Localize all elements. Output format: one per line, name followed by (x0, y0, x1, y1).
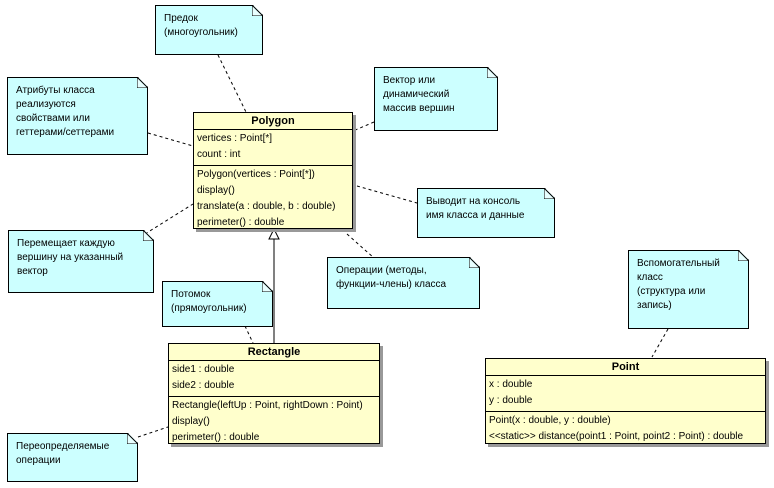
note-operations-text: Операции (методы, функции-члены) класса (336, 265, 447, 290)
note-link-display (356, 185, 418, 204)
operation-row: perimeter() : double (172, 432, 260, 443)
operation-row: display() (172, 416, 210, 427)
note-link-helper (651, 328, 669, 358)
class-polygon: Polygon vertices : Point[*] count : int … (193, 112, 353, 229)
note-operations: Операции (методы, функции-члены) класса (327, 257, 480, 309)
operation-row: translate(a : double, b : double) (197, 201, 336, 212)
note-link-operations (346, 233, 375, 259)
operation-row: perimeter() : double (197, 217, 285, 228)
note-link-attributes (147, 132, 194, 147)
operation-row: <<static>> distance(point1 : Point, poin… (489, 431, 744, 442)
class-point: Point x : double y : double Point(x : do… (485, 358, 766, 444)
note-link-descendant (244, 325, 254, 344)
operation-row: display() (197, 185, 235, 196)
note-link-override (137, 426, 169, 438)
note-helper-text: Вспомогательный класс (структура или зап… (637, 258, 720, 311)
attribute-row: y : double (489, 395, 533, 406)
attributes-section: vertices : Point[*] count : int (194, 130, 352, 166)
attribute-row: side1 : double (172, 364, 235, 375)
attributes-section: side1 : double side2 : double (169, 361, 379, 397)
attribute-row: count : int (197, 149, 241, 160)
note-ancestor-text: Предок (многоугольник) (164, 13, 238, 38)
class-name: Rectangle (169, 344, 379, 361)
attribute-row: vertices : Point[*] (197, 133, 273, 144)
attributes-section: x : double y : double (486, 376, 765, 412)
note-link-ancestor (217, 54, 247, 113)
note-descendant-text: Потомок (прямоугольник) (171, 289, 247, 314)
operation-row: Polygon(vertices : Point[*]) (197, 169, 315, 180)
note-attributes-text: Атрибуты класса реализуются свойствами и… (16, 85, 115, 138)
note-attributes: Атрибуты класса реализуются свойствами и… (7, 77, 148, 155)
operations-section: Polygon(vertices : Point[*]) display() t… (194, 166, 352, 233)
operations-section: Rectangle(leftUp : Point, rightDown : Po… (169, 397, 379, 448)
note-ancestor: Предок (многоугольник) (155, 5, 263, 55)
note-display: Выводит на консоль имя класса и данные (417, 188, 555, 238)
attribute-row: side2 : double (172, 380, 235, 391)
note-descendant: Потомок (прямоугольник) (162, 281, 273, 327)
note-override-text: Переопределяемые операции (16, 441, 110, 466)
note-vector: Вектор или динамический массив вершин (374, 67, 498, 131)
note-override: Переопределяемые операции (7, 433, 138, 482)
note-link-translate (144, 203, 194, 235)
attribute-row: x : double (489, 379, 533, 390)
operation-row: Point(x : double, y : double) (489, 415, 611, 426)
note-translate-text: Перемещает каждую вершину на указанный в… (17, 238, 124, 277)
inheritance-arrowhead (268, 227, 280, 240)
class-name: Polygon (194, 113, 352, 130)
operations-section: Point(x : double, y : double) <<static>>… (486, 412, 765, 447)
note-display-text: Выводит на консоль имя класса и данные (426, 196, 525, 221)
class-rectangle: Rectangle side1 : double side2 : double … (168, 343, 380, 444)
class-name: Point (486, 359, 765, 376)
operation-row: Rectangle(leftUp : Point, rightDown : Po… (172, 400, 363, 411)
note-link-vector (352, 121, 375, 132)
note-vector-text: Вектор или динамический массив вершин (383, 75, 455, 114)
note-helper: Вспомогательный класс (структура или зап… (628, 250, 749, 329)
note-translate: Перемещает каждую вершину на указанный в… (8, 230, 154, 293)
